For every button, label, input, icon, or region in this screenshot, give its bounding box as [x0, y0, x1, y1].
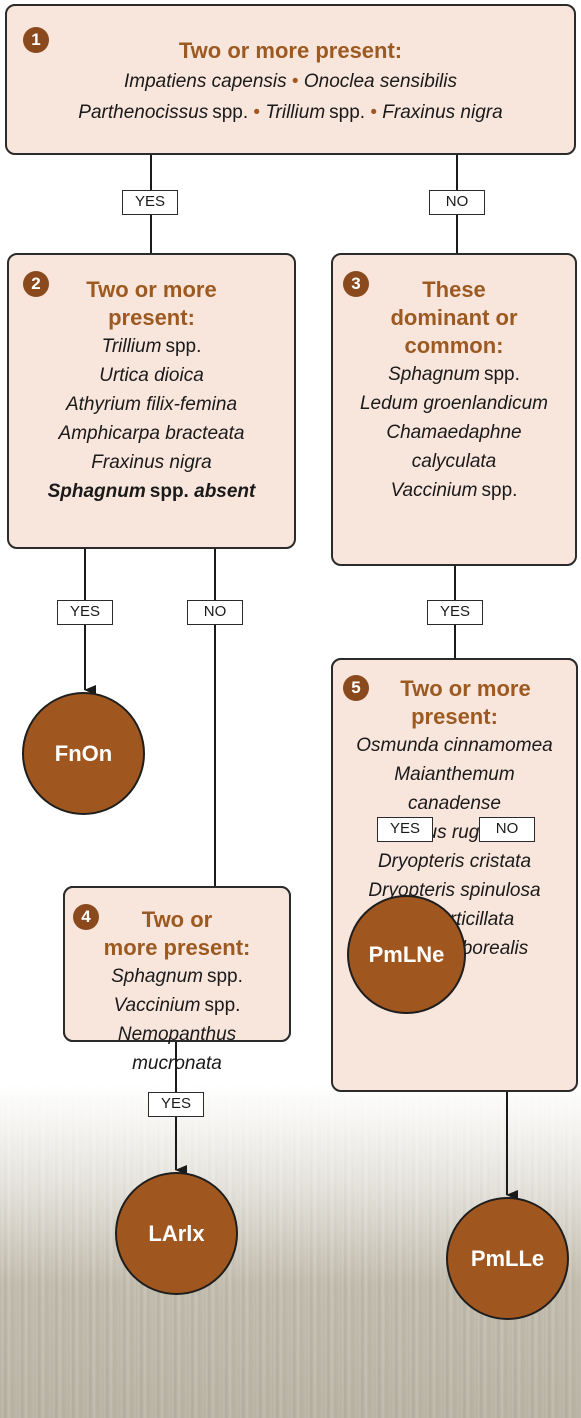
- node3-heading-1: These: [333, 276, 575, 304]
- node2-heading-2: present:: [9, 304, 294, 332]
- step-badge-2: 2: [23, 271, 49, 297]
- species-suffix: spp.: [329, 102, 365, 123]
- node3-heading-3: common:: [333, 332, 575, 360]
- no-label-5: NO: [479, 817, 535, 842]
- species-item: Nemopanthus: [65, 1020, 289, 1049]
- species-item: canadense: [333, 789, 576, 818]
- species-suffix: spp.: [212, 102, 248, 123]
- decision-node-1: 1 Two or more present: Impatiens capensi…: [5, 4, 576, 155]
- species-item: calyculata: [333, 447, 575, 476]
- node3-heading-2: dominant or: [333, 304, 575, 332]
- yes-label-1: YES: [122, 190, 178, 215]
- step-badge-3: 3: [343, 271, 369, 297]
- terminal-pmlle: PmLLe: [446, 1197, 569, 1320]
- step-badge-5: 5: [343, 675, 369, 701]
- species-name: Fraxinus nigra: [382, 102, 502, 123]
- bullet-separator: •: [253, 102, 260, 123]
- species-item: Amphicarpa bracteata: [9, 419, 294, 448]
- species-item: Dryopteris spinulosa: [333, 876, 576, 905]
- yes-label-2: YES: [57, 600, 113, 625]
- species-name: Onoclea sensibilis: [304, 71, 457, 92]
- species-name: Impatiens capensis: [124, 71, 287, 92]
- bullet-separator: •: [370, 102, 377, 123]
- species-item: Urtica dioica: [9, 361, 294, 390]
- species-name: Parthenocissus: [78, 102, 208, 123]
- species-item: Dryopteris cristata: [333, 847, 576, 876]
- species-item: Athyrium filix-femina: [9, 390, 294, 419]
- node4-heading-2: more present:: [65, 934, 289, 962]
- node1-heading: Two or more present:: [7, 37, 574, 65]
- node5-heading-2: present:: [333, 703, 576, 731]
- species-item: Osmunda cinnamomea: [333, 731, 576, 760]
- yes-label-4: YES: [148, 1092, 204, 1117]
- node5-heading-1: Two or more: [333, 675, 576, 703]
- species-item: Fraxinus nigra: [9, 448, 294, 477]
- node2-heading-1: Two or more: [9, 276, 294, 304]
- terminal-larlx: LArlx: [115, 1172, 238, 1295]
- no-label-1: NO: [429, 190, 485, 215]
- step-badge-4: 4: [73, 904, 99, 930]
- terminal-fnon: FnOn: [22, 692, 145, 815]
- species-item: Maianthemum: [333, 760, 576, 789]
- yes-label-5: YES: [377, 817, 433, 842]
- bullet-separator: •: [292, 71, 299, 92]
- species-item: Ledum groenlandicum: [333, 389, 575, 418]
- species-item: Chamaedaphne: [333, 418, 575, 447]
- species-item: mucronata: [65, 1049, 289, 1078]
- node1-line1: Impatiens capensis • Onoclea sensibilis: [7, 67, 574, 96]
- species-name: Trillium: [265, 102, 325, 123]
- step-badge-1: 1: [23, 27, 49, 53]
- decision-node-5-real-box: 5 Two or more present: Osmunda cinnamome…: [331, 658, 578, 1092]
- terminal-pmlne: PmLNe: [347, 895, 466, 1014]
- species-item: Alnus rugosa: [333, 818, 576, 847]
- yes-label-3: YES: [427, 600, 483, 625]
- no-label-2: NO: [187, 600, 243, 625]
